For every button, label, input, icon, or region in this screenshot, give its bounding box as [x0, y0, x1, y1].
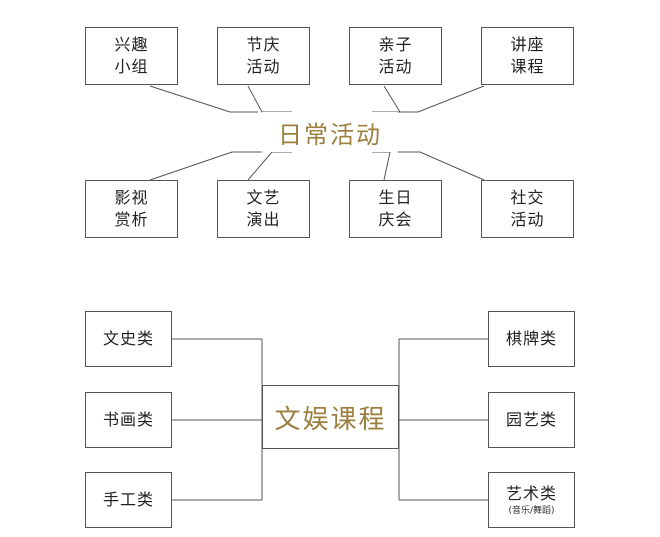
node-arts-note: (音乐/舞蹈) [508, 506, 555, 516]
connector-bottom-1 [149, 151, 262, 181]
connector-bottom-3 [372, 151, 391, 181]
node-social-activities: 社交活动 [481, 180, 574, 238]
node-festival-activities: 节庆活动 [217, 27, 310, 85]
node-literature-history: 文史类 [85, 311, 172, 367]
connector-bottom-4 [398, 151, 485, 181]
node-handicraft: 手工类 [85, 472, 172, 528]
node-lecture-courses: 讲座课程 [481, 27, 574, 85]
hub-recreation-courses: 文娱课程 [262, 385, 399, 449]
connector-top-2 [247, 85, 292, 113]
node-gardening: 园艺类 [488, 392, 575, 448]
node-chess-cards: 棋牌类 [488, 311, 575, 367]
node-arts-label: 艺术类 [505, 484, 557, 503]
node-calligraphy-painting: 书画类 [85, 392, 172, 448]
node-birthday-parties: 生日庆会 [349, 180, 442, 238]
connector-bottom-2 [247, 151, 292, 181]
node-performances: 文艺演出 [217, 180, 310, 238]
connector-top-1 [149, 85, 258, 113]
node-arts: 艺术类 (音乐/舞蹈) [488, 472, 575, 528]
node-interest-group: 兴趣小组 [85, 27, 178, 85]
hub-daily-activities: 日常活动 [262, 112, 398, 152]
connector-top-4 [398, 85, 485, 113]
node-family-activities: 亲子活动 [349, 27, 442, 85]
node-film-appreciation: 影视赏析 [85, 180, 178, 238]
connector-top-3 [372, 85, 401, 113]
